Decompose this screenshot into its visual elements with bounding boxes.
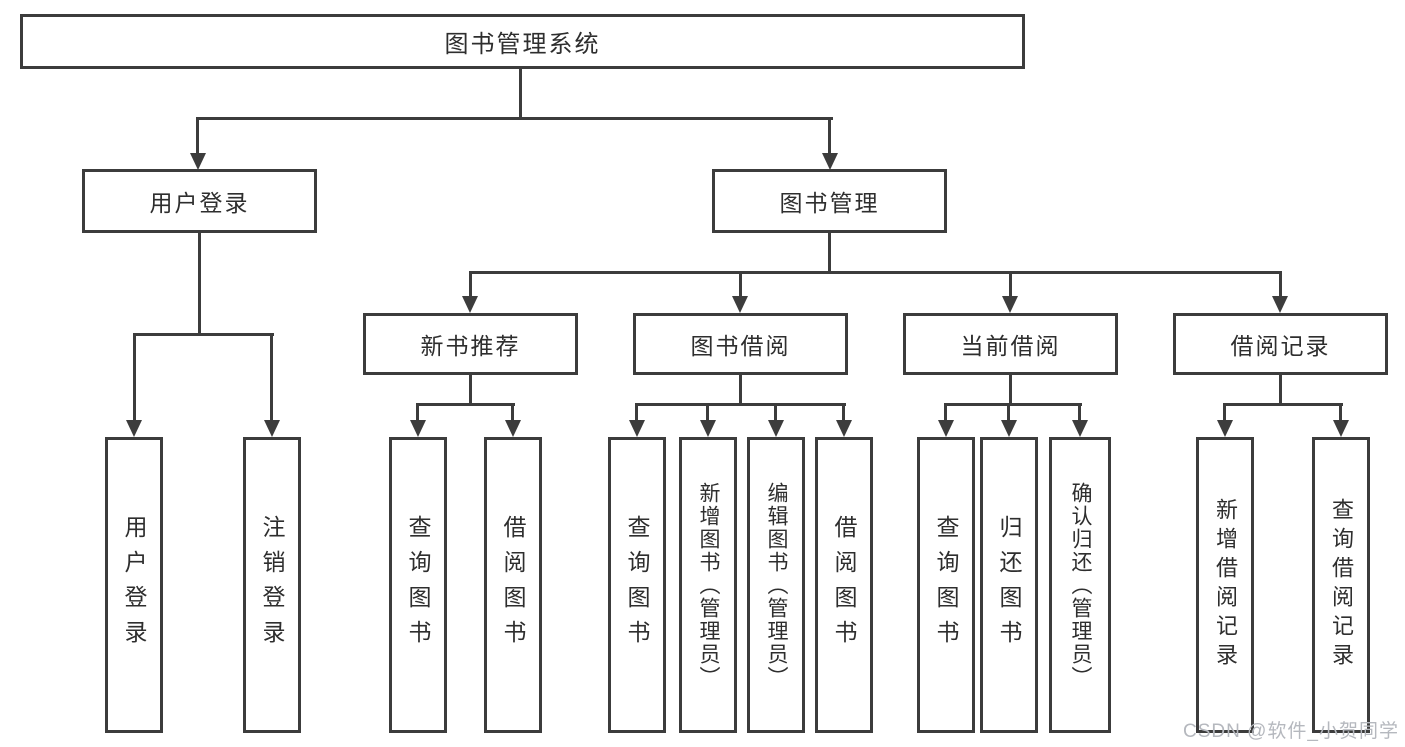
arrowhead-leaf-logout [264, 420, 280, 437]
node-library-management-system: 图书管理系统 [20, 14, 1025, 69]
connector-bookmgmt-stem [828, 232, 831, 273]
connector-g4-drop1 [1223, 403, 1226, 423]
connector-g2-drop3 [774, 403, 777, 423]
connector-g1-stem [469, 374, 472, 405]
leaf-borrow-books-recommend: 借阅图书 [484, 437, 542, 733]
connector-drop-current [1009, 271, 1012, 299]
connector-root-bar [197, 117, 833, 120]
connector-g1-bar [417, 403, 515, 406]
connector-g2-drop1 [635, 403, 638, 423]
leaf-query-books-current: 查询图书 [917, 437, 975, 733]
node-current-borrowing: 当前借阅 [903, 313, 1118, 375]
leaf-add-books-admin: 新增图书（管理员） [679, 437, 737, 733]
connector-bookmgmt-bar [469, 271, 1282, 274]
connector-g3-drop3 [1078, 403, 1081, 423]
connector-g3-stem [1009, 374, 1012, 405]
connector-g2-bar [636, 403, 846, 406]
leaf-edit-books-admin: 编辑图书（管理员） [747, 437, 805, 733]
leaf-confirm-return-admin: 确认归还（管理员） [1049, 437, 1111, 733]
connector-g3-drop1 [944, 403, 947, 423]
arrowhead-g1-leaf1 [410, 420, 426, 437]
arrowhead-borrowing [732, 296, 748, 313]
arrowhead-g2-leaf3 [768, 420, 784, 437]
leaf-add-borrow-record: 新增借阅记录 [1196, 437, 1254, 733]
connector-root-stem [519, 68, 522, 119]
connector-g4-stem [1279, 374, 1282, 405]
connector-userlogin-stem [198, 232, 201, 335]
arrowhead-user-login [190, 153, 206, 170]
connector-g4-bar [1223, 403, 1343, 406]
connector-drop-borrowing [739, 271, 742, 299]
arrowhead-g2-leaf1 [629, 420, 645, 437]
arrowhead-g4-leaf2 [1333, 420, 1349, 437]
connector-drop-leaf-logout [270, 333, 273, 422]
arrowhead-leaf-login [126, 420, 142, 437]
arrowhead-g2-leaf2 [700, 420, 716, 437]
connector-g3-bar [944, 403, 1082, 406]
leaf-return-books: 归还图书 [980, 437, 1038, 733]
node-user-login: 用户登录 [82, 169, 317, 233]
connector-drop-book-mgmt [828, 117, 831, 155]
connector-g2-stem [739, 374, 742, 405]
arrowhead-recommend [462, 296, 478, 313]
csdn-watermark: CSDN @软件_小贺同学 [1183, 721, 1399, 742]
leaf-borrow-books: 借阅图书 [815, 437, 873, 733]
connector-drop-user-login [196, 117, 199, 155]
leaf-query-books-recommend: 查询图书 [389, 437, 447, 733]
connector-g1-drop1 [416, 403, 419, 423]
leaf-user-login: 用户登录 [105, 437, 163, 733]
connector-drop-records [1279, 271, 1282, 299]
node-new-book-recommend: 新书推荐 [363, 313, 578, 375]
leaf-query-books-borrowing: 查询图书 [608, 437, 666, 733]
arrowhead-book-mgmt [822, 153, 838, 170]
connector-g1-drop2 [511, 403, 514, 423]
connector-userlogin-bar [133, 333, 274, 336]
connector-g4-drop2 [1339, 403, 1342, 423]
connector-g2-drop4 [842, 403, 845, 423]
connector-drop-recommend [469, 271, 472, 299]
arrowhead-g3-leaf2 [1001, 420, 1017, 437]
arrowhead-g3-leaf3 [1072, 420, 1088, 437]
arrowhead-g2-leaf4 [836, 420, 852, 437]
arrowhead-g4-leaf1 [1217, 420, 1233, 437]
connector-g2-drop2 [706, 403, 709, 423]
node-borrowing-records: 借阅记录 [1173, 313, 1388, 375]
leaf-query-borrow-record: 查询借阅记录 [1312, 437, 1370, 733]
leaf-logout: 注销登录 [243, 437, 301, 733]
connector-g3-drop2 [1007, 403, 1010, 423]
arrowhead-g1-leaf2 [505, 420, 521, 437]
node-book-borrowing: 图书借阅 [633, 313, 848, 375]
arrowhead-g3-leaf1 [938, 420, 954, 437]
arrowhead-current [1002, 296, 1018, 313]
node-book-management: 图书管理 [712, 169, 947, 233]
connector-drop-leaf-login [133, 333, 136, 422]
arrowhead-records [1272, 296, 1288, 313]
